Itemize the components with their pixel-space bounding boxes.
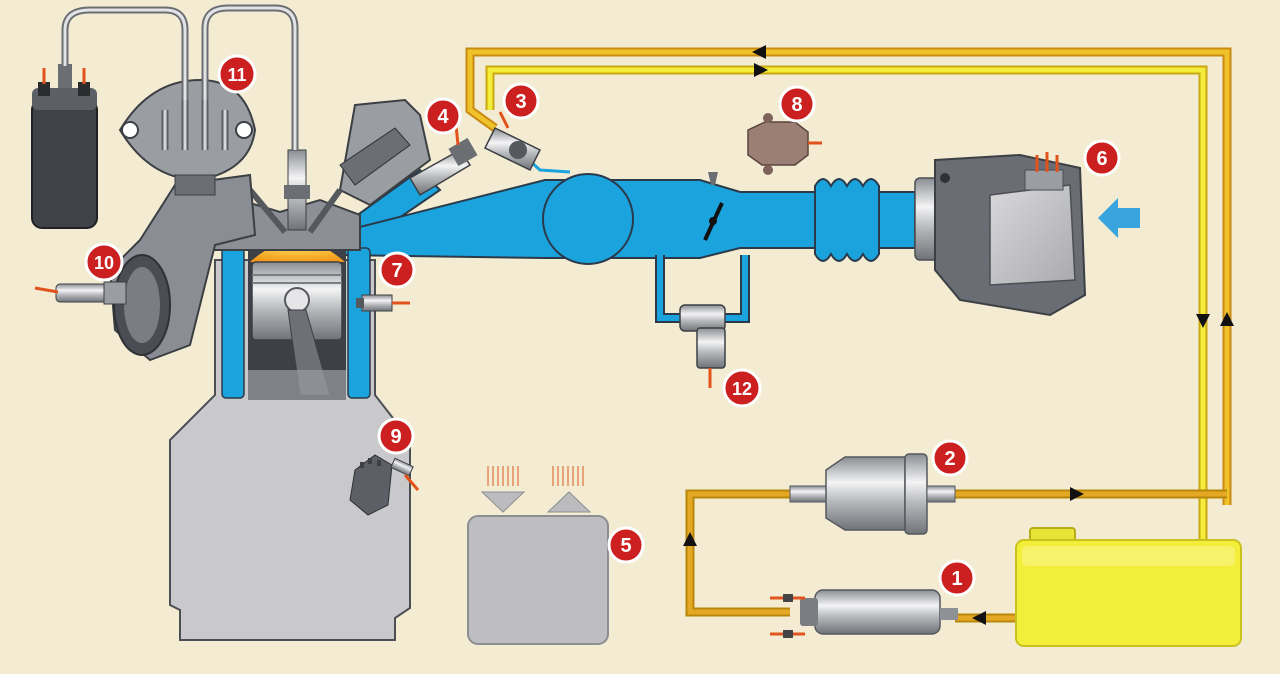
flow-arrow-tank-out [972, 611, 986, 625]
marker-11: 11 [217, 54, 257, 94]
marker-5-label: 5 [620, 535, 631, 557]
marker-5: 5 [607, 526, 645, 564]
marker-2-label: 2 [944, 448, 955, 470]
marker-8: 8 [778, 85, 816, 123]
marker-7: 7 [378, 251, 416, 289]
marker-1: 1 [938, 559, 976, 597]
marker-4-label: 4 [437, 106, 449, 128]
marker-12: 12 [722, 368, 762, 408]
lambda-sensor [34, 281, 127, 305]
fuel-tank [1015, 527, 1242, 647]
marker-10: 10 [84, 242, 124, 282]
fuel-pump [770, 589, 958, 638]
fuel-injector [483, 111, 542, 172]
pressure-sensor [747, 113, 822, 175]
crankshaft-position-sensor [349, 454, 420, 516]
fuel-filter [789, 453, 956, 535]
marker-9: 9 [377, 417, 415, 455]
intake-bellows [814, 178, 880, 262]
flow-arrow-down [1196, 314, 1210, 328]
air-inlet-arrow [1098, 198, 1140, 238]
fuel-supply-line [485, 65, 1208, 540]
air-flow-meter [914, 152, 1087, 317]
signal-out-arrow [546, 491, 592, 513]
marker-12-label: 12 [732, 379, 752, 399]
flow-arrow-filter-out [1070, 487, 1084, 501]
marker-6-label: 6 [1096, 148, 1107, 170]
plenum-chamber [542, 173, 634, 265]
idle-air-valve [679, 304, 726, 388]
flow-arrows [683, 45, 1234, 625]
marker-6: 6 [1083, 139, 1121, 177]
marker-8-label: 8 [791, 94, 802, 116]
marker-4: 4 [424, 97, 462, 135]
cold-start-injector [408, 124, 478, 197]
marker-1-label: 1 [951, 568, 962, 590]
ignition-coil [31, 64, 98, 229]
ignition-distributor [118, 78, 257, 196]
signal-in-arrow [480, 491, 526, 513]
coolant-temperature-sensor [356, 294, 410, 312]
flow-arrow-return [752, 45, 766, 59]
pump-to-filter-line [685, 489, 1227, 623]
engine [108, 98, 432, 641]
flow-arrow-supply [754, 63, 768, 77]
marker-11-label: 11 [227, 65, 246, 85]
marker-3: 3 [502, 82, 540, 120]
flow-arrow-up [1220, 312, 1234, 326]
marker-10-label: 10 [94, 253, 114, 273]
ignition-wires [61, 4, 299, 150]
intake-manifold [318, 150, 916, 323]
control-unit [467, 466, 609, 645]
marker-2: 2 [931, 439, 969, 477]
marker-9-label: 9 [390, 426, 401, 448]
fuel-return-line [465, 47, 1232, 505]
marker-7-label: 7 [391, 260, 402, 282]
flow-arrow-pump-up [683, 532, 697, 546]
marker-3-label: 3 [515, 91, 526, 113]
